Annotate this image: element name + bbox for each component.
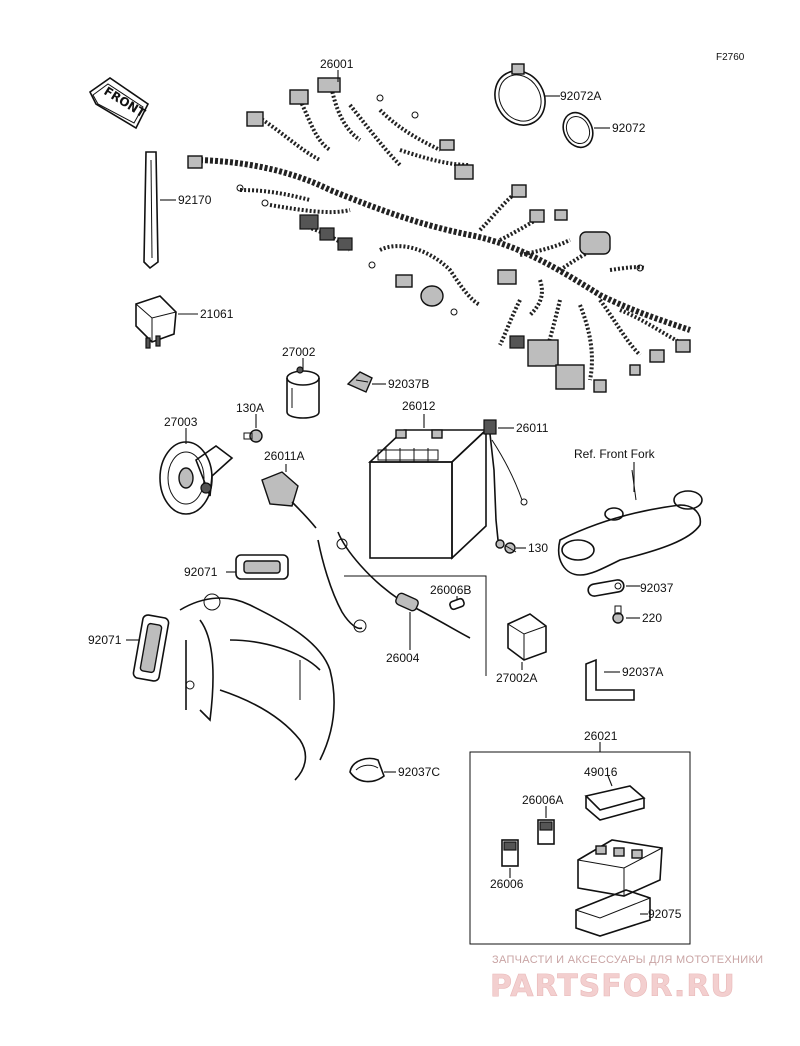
watermark: ЗАПЧАСТИ И АКСЕССУАРЫ ДЛЯ МОТОТЕХНИКИ PA…: [490, 954, 763, 1004]
screw-220: [612, 605, 624, 624]
cover-92071-upper: [235, 554, 289, 580]
label-130: 130: [528, 541, 548, 555]
clip-92037C: [349, 757, 385, 783]
battery-callout-bracket: [344, 575, 487, 676]
label-92037: 92037: [640, 581, 674, 595]
cable-26004: [317, 531, 471, 639]
cover-49016: [584, 785, 646, 821]
horn-27003: [159, 441, 234, 515]
bolt-130A: [243, 429, 263, 443]
diagram-code: F2760: [716, 52, 745, 63]
label-26021: 26021: [584, 729, 618, 743]
front-fork-bracket: [558, 469, 703, 576]
label-26006A: 26006A: [522, 793, 563, 807]
label-220: 220: [642, 611, 662, 625]
fuse-26006: [501, 839, 519, 867]
cable-26011: [483, 419, 528, 549]
front-arrow-icon: FRONT: [88, 77, 150, 130]
label-92037A: 92037A: [622, 665, 663, 679]
label-27003: 27003: [164, 415, 198, 429]
label-92037C: 92037C: [398, 765, 440, 779]
band-92072A: [494, 63, 546, 126]
label-26011A: 26011A: [264, 449, 304, 463]
clamp-92037: [587, 579, 625, 597]
label-26011: 26011: [516, 421, 549, 435]
fuse-26006A: [537, 819, 555, 845]
bolt-130: [504, 542, 517, 554]
label-26004: 26004: [386, 651, 420, 665]
relay-27002A: [507, 613, 547, 661]
main-harness-26001: [187, 77, 691, 393]
cover-92071-lower: [132, 614, 170, 682]
label-27002A: 27002A: [496, 671, 537, 685]
label-21061: 21061: [200, 307, 234, 321]
label-92072: 92072: [612, 121, 646, 135]
band-92072: [562, 111, 594, 149]
label-49016: 49016: [584, 765, 618, 779]
label-92037B: 92037B: [388, 377, 429, 391]
label-92075: 92075: [648, 907, 682, 921]
clip-92037B: [346, 371, 373, 393]
label-26012: 26012: [402, 399, 436, 413]
label-26006B: 26006B: [430, 583, 471, 597]
label-26006: 26006: [490, 877, 524, 891]
label-ref-front-fork: Ref. Front Fork: [574, 447, 656, 461]
frame-section: [179, 593, 335, 781]
label-92071-lower: 92071: [88, 633, 122, 647]
relay-27002: [286, 366, 320, 419]
watermark-logo: PARTSFOR.RU: [490, 969, 736, 1004]
relay-21061: [135, 295, 177, 349]
strap-92170: [143, 151, 159, 270]
fusebox-body: [577, 839, 663, 897]
label-92071-upper: 92071: [184, 565, 218, 579]
label-27002: 27002: [282, 345, 316, 359]
fuse-26006B: [449, 597, 465, 611]
watermark-tagline: ЗАПЧАСТИ И АКСЕССУАРЫ ДЛЯ МОТОТЕХНИКИ: [492, 954, 763, 966]
fusebox-group-26021: [469, 742, 691, 945]
label-92072A: 92072A: [560, 89, 601, 103]
connector-26011A: [261, 471, 317, 529]
front-arrow-label: FRONT: [101, 84, 148, 121]
pad-92075: [575, 889, 651, 937]
label-92170: 92170: [178, 193, 212, 207]
battery-26012: [367, 428, 489, 560]
label-130A: 130A: [236, 401, 264, 415]
bracket-92037A: [585, 658, 635, 701]
label-26001: 26001: [320, 57, 354, 71]
